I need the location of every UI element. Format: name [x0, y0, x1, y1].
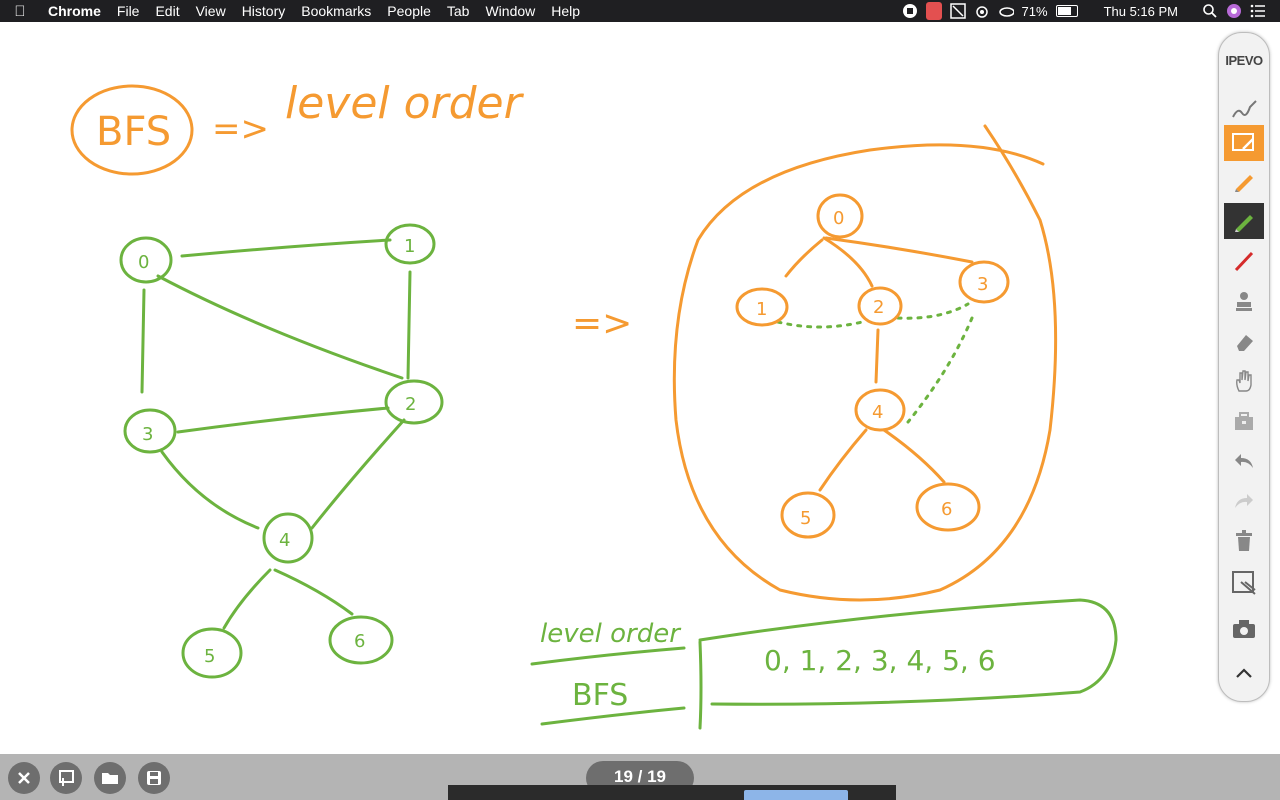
svg-text:3: 3	[142, 424, 153, 445]
heading-bfs: BFS	[96, 109, 171, 155]
result-sequence: 0, 1, 2, 3, 4, 5, 6	[764, 644, 996, 677]
whiteboard-canvas[interactable]: BFS => level order 0 1	[0, 22, 1280, 754]
graph-node-3: 3	[123, 408, 177, 454]
svg-text:5: 5	[800, 508, 811, 529]
menu-history[interactable]: History	[241, 3, 286, 19]
notification-center-icon[interactable]	[1250, 3, 1266, 19]
bottom-bar: 19 / 19	[0, 754, 1280, 800]
label-level-order: level order	[540, 619, 682, 649]
orange-pen-icon[interactable]	[1224, 163, 1264, 199]
annotate-app-icon[interactable]	[925, 2, 942, 20]
menu-app-name[interactable]: Chrome	[48, 3, 101, 19]
mid-arrow: =>	[572, 303, 632, 344]
close-icon[interactable]	[8, 762, 40, 794]
result-box: 0, 1, 2, 3, 4, 5, 6	[698, 598, 1118, 730]
search-icon[interactable]	[1202, 3, 1218, 19]
label-bfs: BFS	[572, 678, 628, 713]
svg-text:6: 6	[354, 631, 365, 652]
ink-style-icon[interactable]	[1224, 91, 1264, 127]
record-icon[interactable]	[902, 3, 918, 19]
green-pen-icon[interactable]	[1224, 203, 1264, 239]
menu-help[interactable]: Help	[551, 3, 581, 19]
camera-icon[interactable]	[1224, 611, 1264, 647]
cloud-app-icon[interactable]	[998, 3, 1014, 19]
battery-percent: 71%	[1021, 3, 1048, 19]
svg-text:2: 2	[873, 297, 884, 318]
battery-icon[interactable]	[1055, 5, 1078, 17]
graph-node-4: 4	[262, 512, 314, 564]
hand-icon[interactable]	[1224, 363, 1264, 399]
new-page-icon[interactable]	[50, 762, 82, 794]
tree-node-3: 3	[958, 260, 1010, 304]
heading-arrow: =>	[212, 109, 269, 149]
bfs-circle	[70, 84, 194, 176]
tree-node-2: 2	[857, 286, 903, 326]
svg-text:2: 2	[405, 394, 416, 415]
siri-icon[interactable]	[1226, 3, 1242, 19]
menu-file[interactable]: File	[116, 3, 140, 19]
clock[interactable]: Thu 5:16 PM	[1103, 3, 1178, 19]
ipevo-brand: IPEVO	[1225, 53, 1263, 68]
graph-node-6: 6	[328, 615, 394, 665]
tree-enclosure	[672, 124, 1058, 602]
tree-nodes: 0 1 2 3 4 5 6	[735, 193, 1010, 539]
screen-annotate-icon[interactable]	[1224, 125, 1264, 161]
open-folder-icon[interactable]	[94, 762, 126, 794]
menu-bookmarks[interactable]: Bookmarks	[301, 3, 372, 19]
menu-window[interactable]: Window	[485, 3, 536, 19]
svg-text:3: 3	[977, 274, 988, 295]
snapshot-icon[interactable]	[1224, 565, 1264, 601]
stamp-icon[interactable]	[1224, 283, 1264, 319]
graph-node-5: 5	[181, 627, 243, 679]
svg-text:6: 6	[941, 499, 952, 520]
save-icon[interactable]	[138, 762, 170, 794]
svg-text:0: 0	[138, 252, 149, 273]
status-tray: 71% Thu 5:16 PM	[902, 0, 1280, 22]
redo-icon[interactable]	[1224, 483, 1264, 519]
left-graph-edges	[140, 238, 412, 630]
tree-node-0: 0	[816, 193, 864, 239]
graph-node-0: 0	[119, 236, 173, 284]
trash-icon[interactable]	[1224, 523, 1264, 559]
toolbox-icon[interactable]	[1224, 403, 1264, 439]
eraser-icon[interactable]	[1224, 323, 1264, 359]
svg-text:0: 0	[833, 208, 844, 229]
tree-node-1: 1	[735, 287, 789, 327]
svg-text:4: 4	[279, 530, 290, 551]
graph-node-1: 1	[384, 223, 436, 265]
collapse-icon[interactable]	[1224, 655, 1264, 691]
screenshot-app-icon[interactable]	[949, 3, 966, 19]
tree-edges	[776, 236, 974, 492]
tree-node-4: 4	[854, 388, 906, 432]
heading-level-order: level order	[285, 78, 525, 129]
heading-group: BFS => level order	[70, 78, 525, 176]
red-pen-icon[interactable]	[1224, 243, 1264, 279]
menu-tab[interactable]: Tab	[446, 3, 470, 19]
undo-icon[interactable]	[1224, 443, 1264, 479]
menu-view[interactable]: View	[195, 3, 226, 19]
svg-text:5: 5	[204, 646, 215, 667]
ipevo-toolbar: IPEVO	[1218, 32, 1270, 702]
svg-text:1: 1	[756, 299, 767, 320]
bottom-labels: level order BFS	[530, 619, 686, 726]
apple-icon[interactable]: 	[0, 3, 40, 20]
camera-app-icon[interactable]	[974, 3, 990, 19]
graph-node-2: 2	[384, 379, 444, 425]
menu-bar:  Chrome File Edit View History Bookmark…	[0, 0, 1280, 22]
tree-node-6: 6	[915, 482, 981, 532]
svg-text:4: 4	[872, 402, 883, 423]
svg-text:1: 1	[404, 236, 415, 257]
tree-node-5: 5	[780, 491, 836, 539]
menu-people[interactable]: People	[387, 3, 431, 19]
menu-edit[interactable]: Edit	[155, 3, 180, 19]
dock-active-item[interactable]	[744, 790, 848, 800]
left-graph-nodes: 0 1 2 3 4 5 6	[119, 223, 444, 679]
